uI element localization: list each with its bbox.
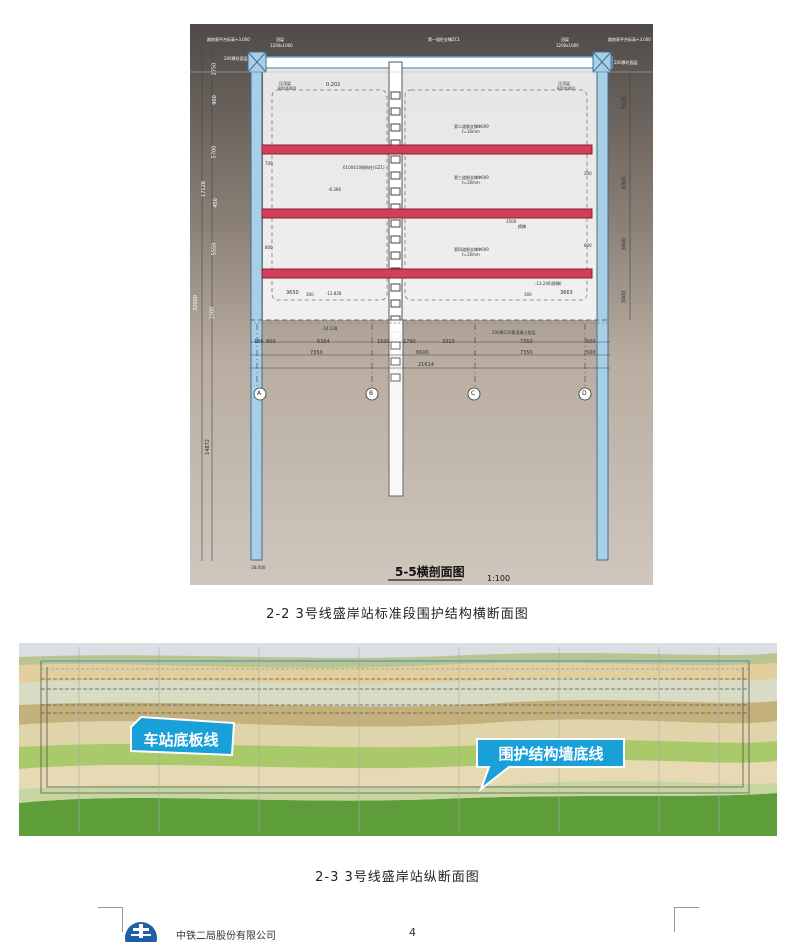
label-left-rd: 200厚砼面层 xyxy=(224,56,248,61)
dim-300-left: 300 xyxy=(306,292,314,297)
column-nodes xyxy=(390,91,401,356)
bottom-dim-r2-3: 500 xyxy=(586,350,596,356)
callout-right-shape xyxy=(476,738,625,792)
figure-caption-1: 2-2 3号线盛岸站标准段围护结构横断面图 xyxy=(266,607,529,622)
axis-d: D xyxy=(582,390,587,397)
bottom-dim-total: 21614 xyxy=(418,362,434,368)
label-right-waist-size: 800X800 xyxy=(557,86,576,91)
drawing-title: 5-5横剖面图 xyxy=(395,565,465,579)
company-logo-icon xyxy=(124,918,158,946)
label-elev-base: -14.128 xyxy=(322,326,338,331)
footer-page-number: 4 xyxy=(409,926,416,939)
right-diaphragm-wall xyxy=(596,71,609,561)
axis-b: B xyxy=(369,390,374,397)
cross-section-figure: 路地表平台标高+3.000 冠梁 1200x1000 第一道砼支撑ZC1 冠梁 … xyxy=(190,24,653,585)
strut-3-name: 第三道钢支撑Φ609 xyxy=(454,175,489,180)
axis-c: C xyxy=(471,390,476,397)
top-strut-zc1 xyxy=(249,56,613,69)
dim-700: 700 xyxy=(265,161,273,166)
right-dim-1: 4000 xyxy=(621,176,628,190)
label-right-beam-size: 1200x1000 xyxy=(556,43,579,48)
axis-a: A xyxy=(257,390,262,397)
crop-mark-left xyxy=(98,907,123,932)
strut-3-t: t=16mm xyxy=(462,180,480,185)
bottom-dim-r2-2: 7350 xyxy=(520,350,533,356)
right-dim-3: 3000 xyxy=(621,290,628,304)
label-left-beam: 冠梁 xyxy=(276,37,284,42)
bottom-dim-r1-4: 1790 xyxy=(403,339,416,345)
bottom-dim-r1-1: 800 xyxy=(266,339,276,345)
callout-wall-bottom-line: 围护结构墙底线 xyxy=(498,745,604,763)
longitudinal-section-figure: 车站底板线 围护结构墙底线 xyxy=(19,643,777,836)
left-dim-2: 5700 xyxy=(211,145,218,159)
strut-2-t: t=16mm xyxy=(462,129,480,134)
bottom-dim-r1-6: 7350 xyxy=(520,339,533,345)
right-dim-2: 3600 xyxy=(621,237,628,251)
bottom-dim-r1-5: 3310 xyxy=(442,339,455,345)
left-dim-0: 2750 xyxy=(211,62,218,76)
label-base-note: 200厚C20素混凝土垫层 xyxy=(492,330,536,335)
left-dim-6: 32000 xyxy=(192,295,199,311)
left-dim-1: 900 xyxy=(211,95,218,105)
callout-left-shape xyxy=(130,715,236,757)
bottom-dim-r2-1: 6600 xyxy=(416,350,429,356)
cross-section-drawing xyxy=(190,24,653,585)
figure-caption-2: 2-3 3号线盛岸站纵断面图 xyxy=(315,870,480,885)
label-right-elev: 路地表平台标高+3.000 xyxy=(608,37,651,42)
bottom-dim-r1-7: 500 xyxy=(586,339,596,345)
strut-4-name: 第四道钢支撑Φ609 xyxy=(454,247,489,252)
bottom-dim-r1-2: 6364 xyxy=(317,339,330,345)
left-dim-4: 450 xyxy=(212,198,219,208)
bottom-dim-r1-3: 1500 xyxy=(377,339,390,345)
dim-800-left: 800 xyxy=(265,245,273,250)
longitudinal-section-drawing xyxy=(19,643,777,836)
label-right-beam: 冠梁 xyxy=(561,37,569,42)
label-elev-top: 0.202 xyxy=(326,82,341,88)
label-left-elev: 路地表平台标高+3.000 xyxy=(207,37,250,42)
left-dim-5: 5550 xyxy=(211,242,218,256)
strut-3 xyxy=(261,208,593,219)
strut-2-name: 第二道钢支撑Φ609 xyxy=(454,124,489,129)
label-elev-mid: -6.398 xyxy=(328,187,341,192)
footer-company-name: 中铁二局股份有限公司 xyxy=(176,931,276,942)
strut-2 xyxy=(261,144,593,155)
steel-struts xyxy=(261,144,593,279)
strut-4-t: t=16mm xyxy=(462,252,480,257)
label-right-rd: 200厚砼面层 xyxy=(614,60,638,65)
strut-4 xyxy=(261,268,593,279)
label-shoring: 换撑 xyxy=(518,224,526,229)
left-dim-3: 17128 xyxy=(200,181,207,197)
right-dim-0: 5628 xyxy=(621,96,628,110)
dim-3650: 3650 xyxy=(286,290,299,296)
label-elev-bot-right: -13.246(换撑) xyxy=(535,281,562,286)
label-left-waist: 压顶梁 xyxy=(279,81,291,86)
dim-300-right: 300 xyxy=(524,292,532,297)
drawing-scale: 1:100 xyxy=(487,574,511,583)
dim-1500: 1500 xyxy=(506,219,517,224)
callout-station-floor-line: 车站底板线 xyxy=(143,731,219,749)
label-left-beam-size: 1200x1000 xyxy=(270,43,293,48)
label-left-waist-size: 800X800 xyxy=(278,86,297,91)
left-dim-7: 1500 xyxy=(209,306,216,320)
label-elev-toe: -28.000 xyxy=(250,565,266,570)
label-elev-bot-left: -12.828 xyxy=(326,291,342,296)
label-center-strut: 第一道砼支撑ZC1 xyxy=(428,37,461,42)
label-right-waist: 压顶梁 xyxy=(558,81,570,86)
bottom-dim-r2-0: 7350 xyxy=(310,350,323,356)
dim-200: 200 xyxy=(584,171,592,176)
crop-mark-right xyxy=(674,907,699,932)
label-column: 610X610格构柱(GZ1) xyxy=(343,165,385,170)
left-dim-8: 14872 xyxy=(204,439,211,455)
left-diaphragm-wall xyxy=(250,71,263,561)
bottom-dim-r1-0: 186 xyxy=(254,339,264,345)
dim-800-right: 800 xyxy=(584,243,592,248)
dim-3663: 3663 xyxy=(560,290,573,296)
